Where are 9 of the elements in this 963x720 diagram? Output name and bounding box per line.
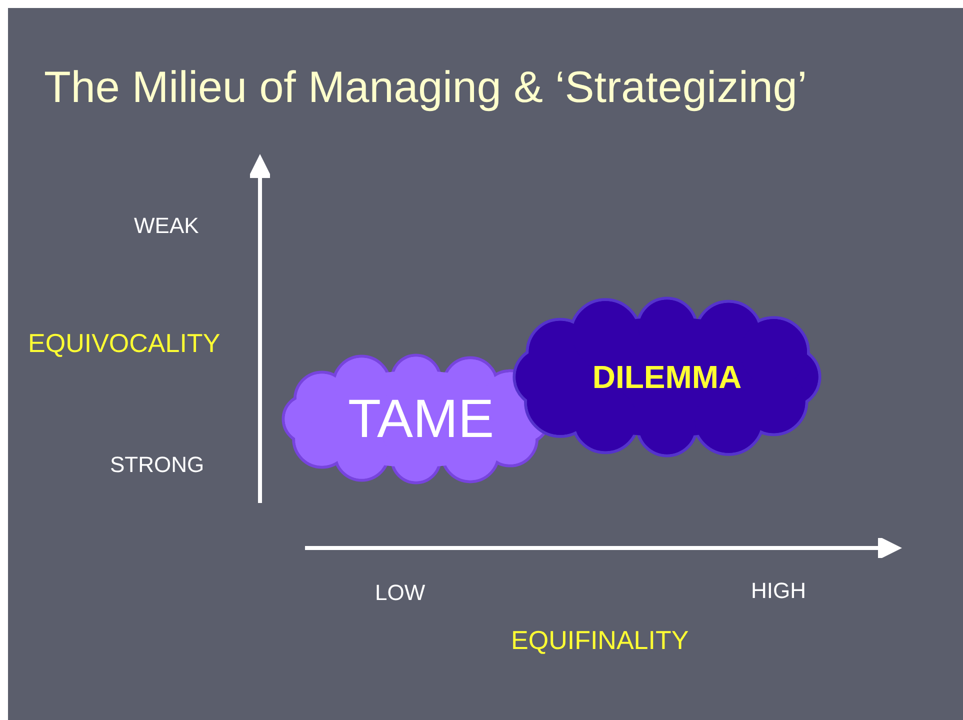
axis-value-label: HIGH (751, 578, 806, 604)
slide-title: The Milieu of Managing & ‘Strategizing’ (44, 63, 808, 113)
axis-value-label: WEAK (134, 213, 199, 239)
axis-value-label: STRONG (110, 452, 204, 478)
cloud-label: TAME (347, 388, 495, 451)
axis-value-label: LOW (375, 580, 426, 606)
axis-title: EQUIFINALITY (511, 625, 689, 656)
cloud-label: DILEMMA (591, 358, 743, 396)
axis-title: EQUIVOCALITY (28, 328, 220, 359)
